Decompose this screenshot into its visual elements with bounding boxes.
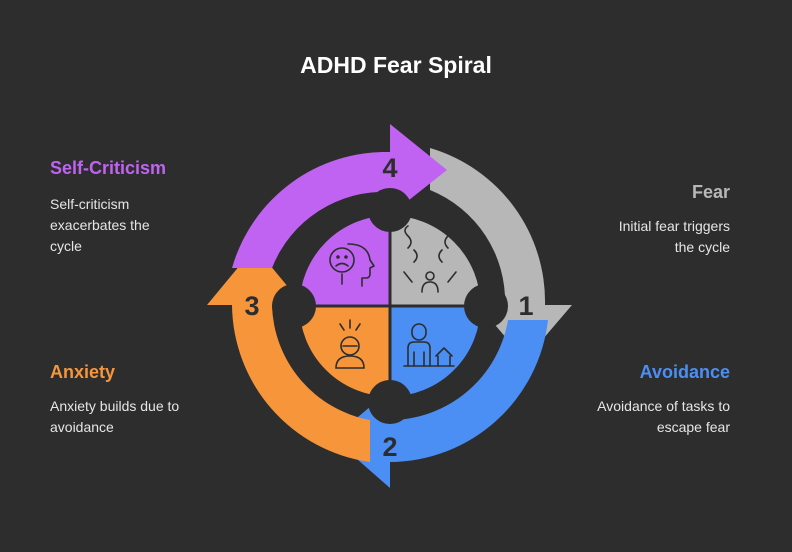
stressed-person-icon: [335, 319, 365, 369]
inner-circle: [296, 212, 484, 400]
sad-head-icon: [329, 243, 375, 287]
step-number-4: 4: [382, 153, 397, 183]
quadrant-fear: [388, 212, 484, 308]
step-description-anxiety: Anxiety builds due to avoidance: [50, 398, 180, 435]
arrow-self-criticism: [232, 124, 447, 268]
person-leaving-house-icon: [403, 323, 455, 367]
step-description-self-criticism: Self-criticism exacerbates the cycle: [50, 196, 150, 254]
step-label-anxiety: Anxiety: [50, 362, 116, 382]
page-title: ADHD Fear Spiral: [300, 52, 492, 78]
arrow-avoidance: [333, 320, 548, 488]
step-label-fear: Fear: [691, 182, 730, 202]
arrow-fear: [430, 148, 572, 360]
step-number-1: 1: [518, 291, 533, 321]
quadrant-self-criticism: [296, 212, 392, 308]
step-label-avoidance: Avoidance: [639, 362, 730, 382]
step-description-fear: Initial fear triggers the cycle: [618, 218, 730, 255]
step-label-self-criticism: Self-Criticism: [50, 158, 167, 178]
step-number-2: 2: [382, 432, 397, 462]
crowd-fear-icon: [403, 225, 457, 293]
step-number-3: 3: [244, 291, 259, 321]
arrow-anxiety: [207, 247, 370, 462]
quadrant-avoidance: [388, 304, 484, 400]
ring-notches: [272, 188, 508, 424]
step-description-avoidance: Avoidance of tasks to escape fear: [597, 398, 730, 435]
